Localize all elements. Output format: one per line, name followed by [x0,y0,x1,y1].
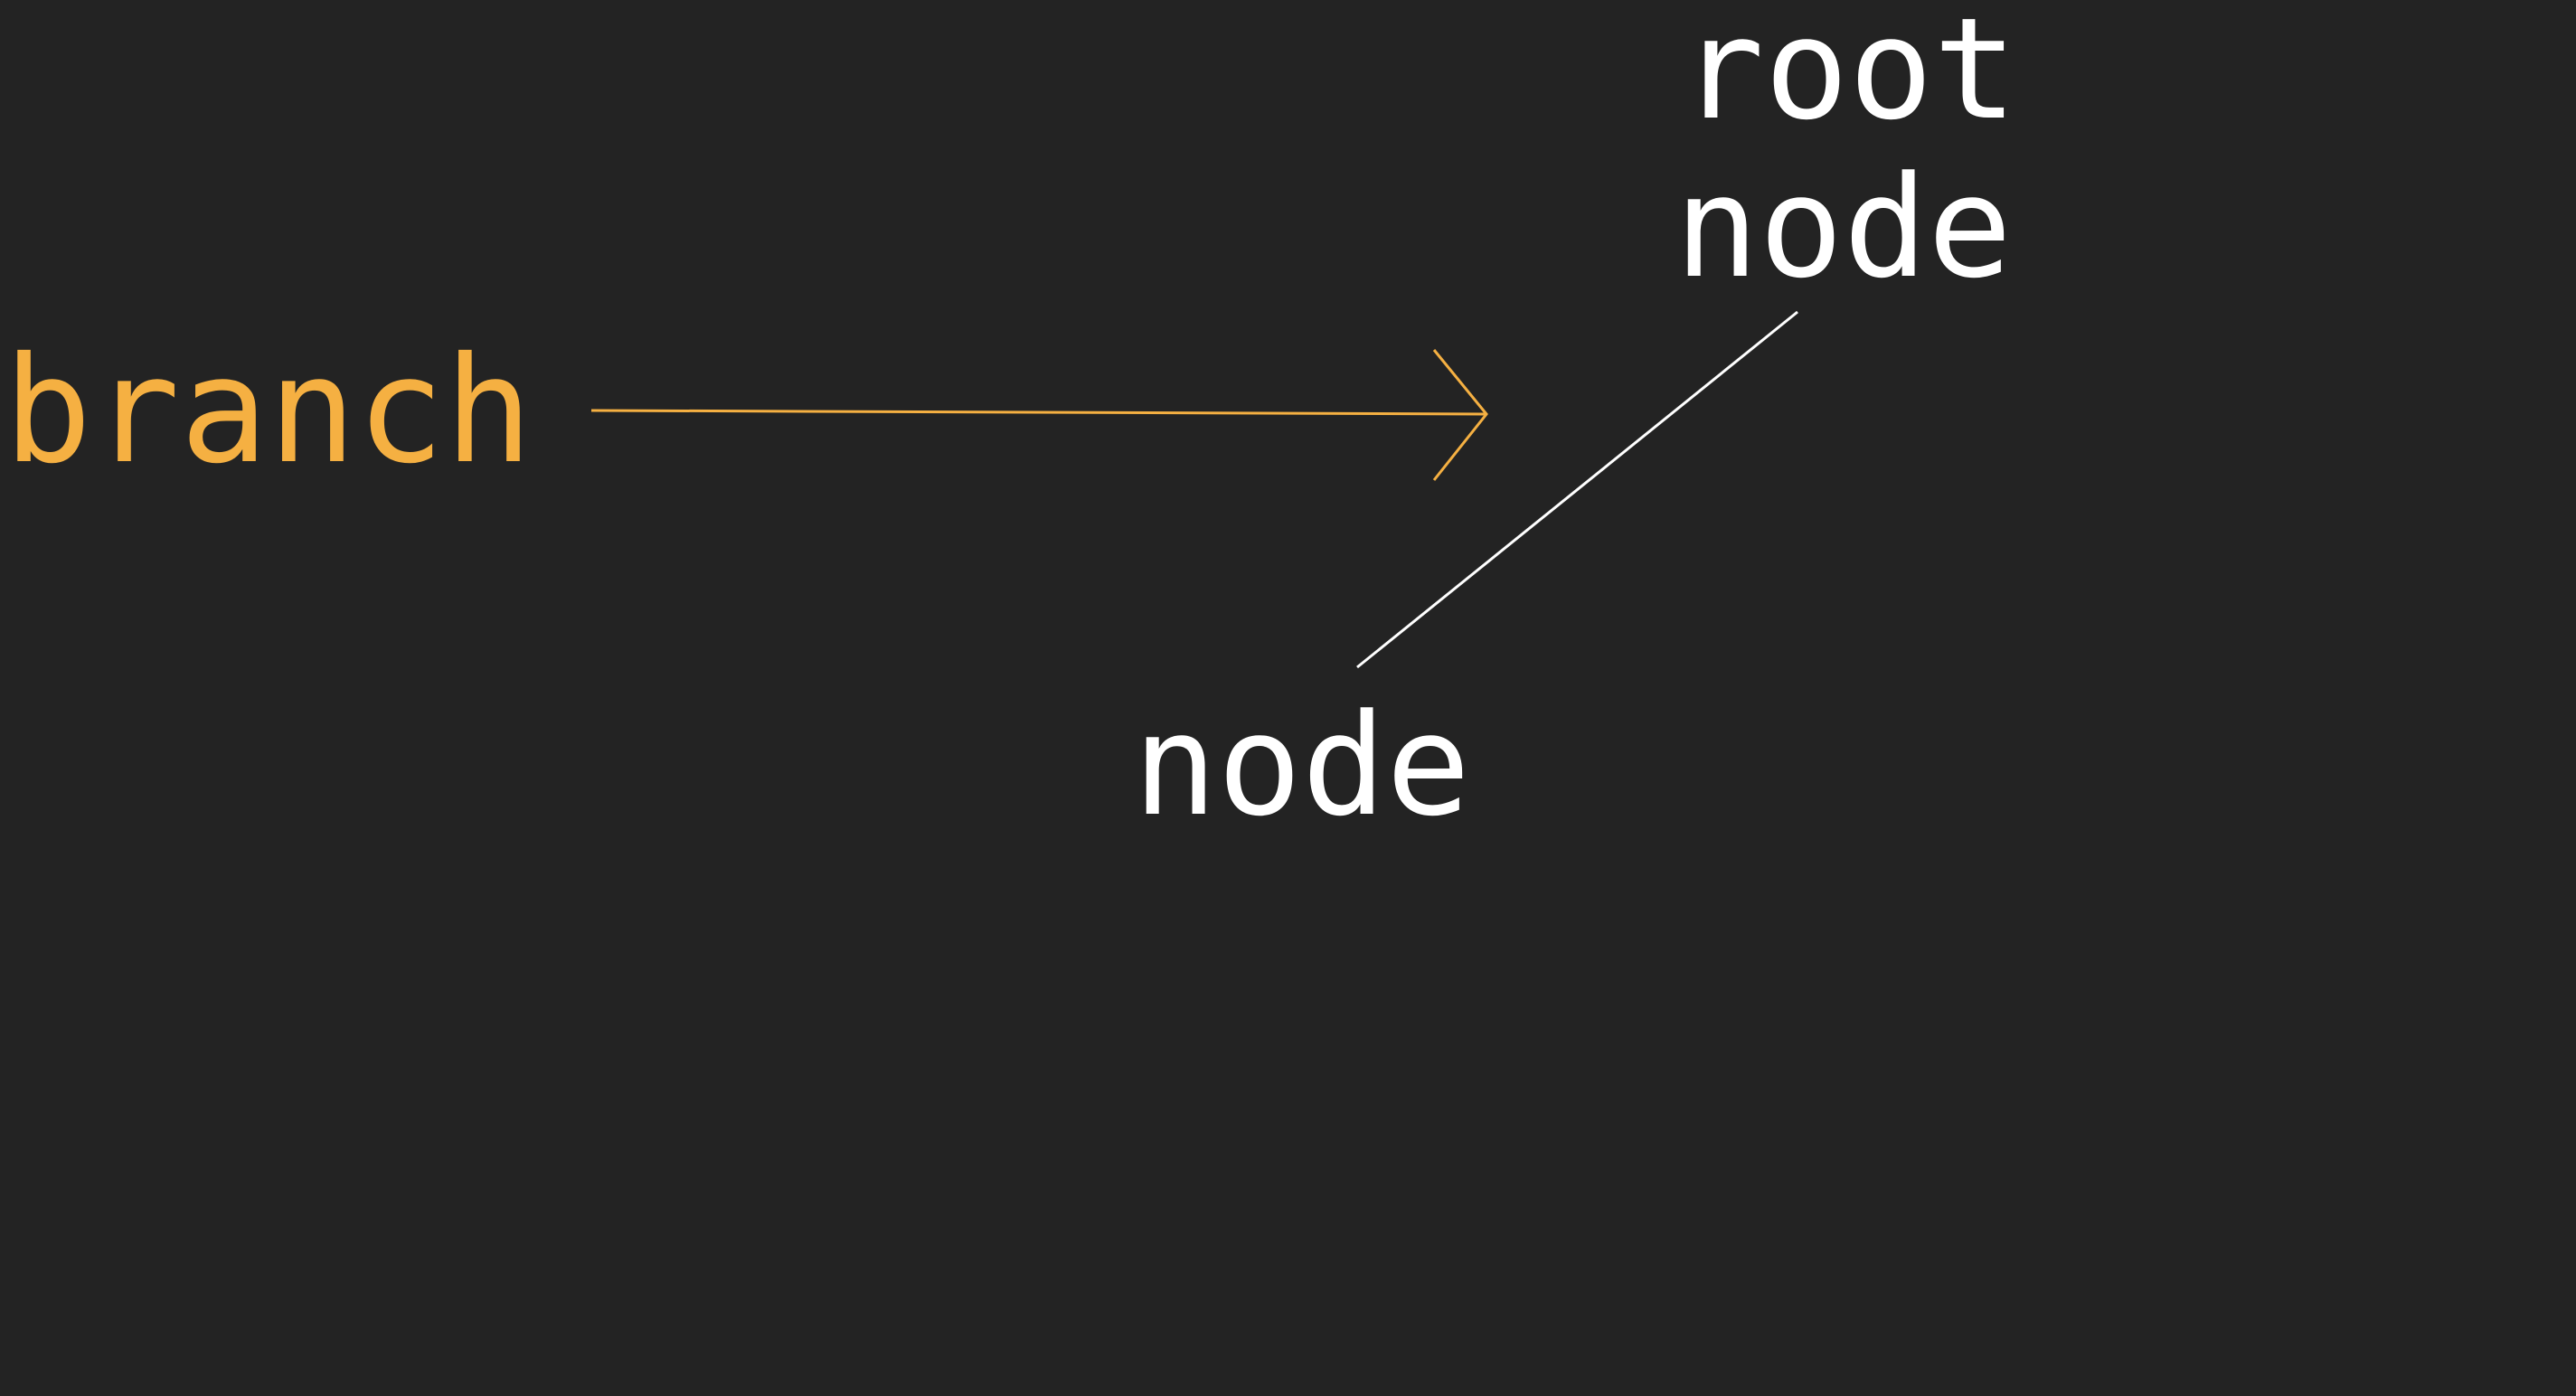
tree-edge [1356,310,1798,669]
arrow-head-icon [1432,349,1488,481]
branch-label: branch [4,326,533,496]
child-node-label: node [1133,684,1470,847]
arrow-shaft [590,409,1487,416]
root-node-label-line2: node [1675,146,2012,309]
root-node-label-line1: root [1680,0,2017,151]
branch-arrow [590,349,1488,481]
